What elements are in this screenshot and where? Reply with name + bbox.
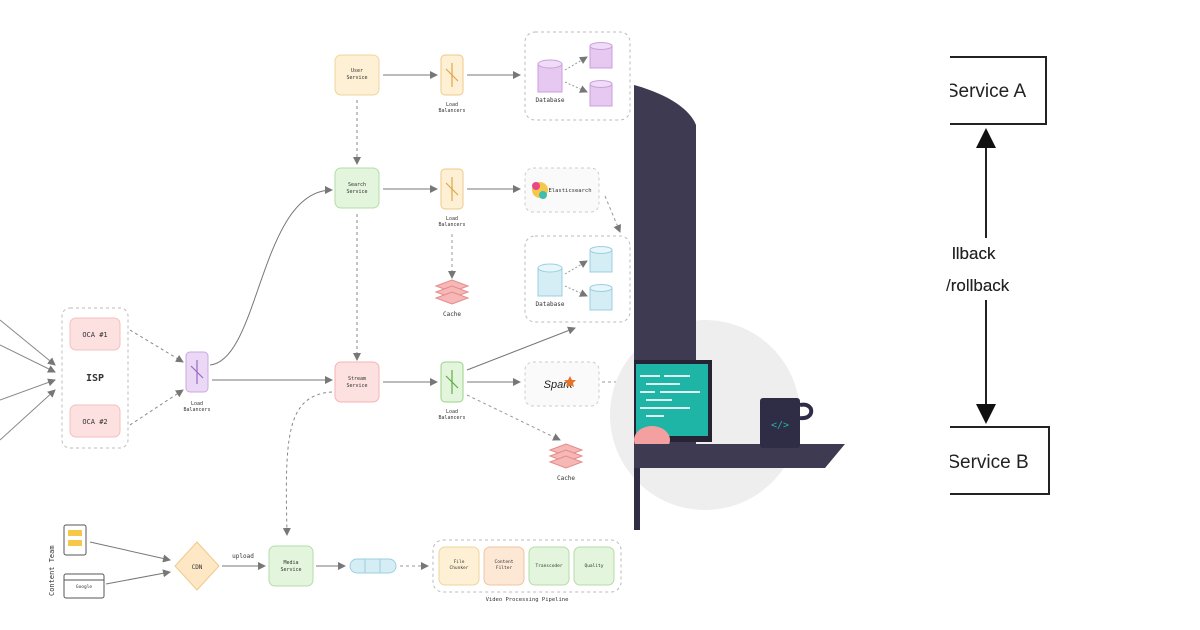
svg-text:Balancers: Balancers [438,415,465,421]
svg-text:User: User [351,68,363,74]
code-lines [640,375,700,417]
svg-text:Balancers: Balancers [438,222,465,228]
svg-text:Balancers: Balancers [438,108,465,114]
service-b-label: Service B [947,452,1028,473]
content-team-label: Content Team [48,545,56,596]
svg-text:Service: Service [346,383,367,389]
svg-text:Chunker: Chunker [450,565,469,571]
svg-text:Database: Database [536,97,565,104]
svg-text:Service: Service [280,567,301,573]
desk [634,444,845,468]
svg-text:Cache: Cache [557,475,575,482]
client-arrows [0,319,56,441]
isp-title: ISP [86,373,104,384]
svg-text:Google: Google [76,584,93,590]
service-diagram: Service A Service B llback /rollback llb… [912,0,1050,630]
lb-service-links [209,186,333,384]
cdn-node: CDN [174,541,220,591]
svg-text:</>: </> [771,420,789,431]
service-a-label: Service A [946,81,1027,102]
stream-service-row: Stream Service Load Balancers Spark Cach… [334,326,630,482]
developer-illustration: </> [610,0,912,630]
svg-text:File: File [454,559,465,565]
stream-cache: Cache [548,443,584,482]
svg-text:llback: llback [952,244,996,263]
svg-text:Load: Load [446,409,458,415]
svg-text:Service: Service [346,75,367,81]
search-service-box [334,167,380,209]
svg-text:/rollback: /rollback [946,276,1010,295]
svg-text:Spark: Spark [544,379,573,391]
pipeline-title: Video Processing Pipeline [486,597,569,603]
svg-text:Stream: Stream [348,376,366,382]
user-service-row: User Service Load Balancers Database [334,31,631,121]
user-service-box [334,54,380,96]
content-team: Content Team Google [48,524,171,599]
rollback-label-1: llback [952,244,996,263]
media-service: Media Service [268,545,314,587]
rollback-label-2: /rollback [946,276,1010,295]
stream-service-box [334,361,380,403]
spark-box [524,361,600,407]
svg-text:CDN: CDN [192,564,203,571]
svg-text:Load: Load [446,216,458,222]
architecture-diagram: OCA #1 ISP OCA #2 Load Balancers [0,31,631,603]
isp-group: OCA #1 ISP OCA #2 [61,307,129,449]
service-b-box [934,426,1050,495]
svg-text:Content: Content [495,559,514,565]
svg-text:Quality: Quality [585,563,604,569]
oca-2-label: OCA #2 [82,418,107,426]
svg-text:Load: Load [191,401,203,407]
oca-1-box [69,317,121,351]
svg-text:Transcoder: Transcoder [535,563,562,569]
svg-text:upload: upload [232,553,254,560]
svg-text:Load: Load [446,102,458,108]
search-cache: Cache [434,279,470,318]
main-load-balancer: Load Balancers [183,351,211,413]
isp-lb-links [129,329,184,426]
svg-text:Balancers: Balancers [183,407,210,413]
search-database: Database [536,246,613,311]
video-pipeline: File Chunker Content Filter Transcoder Q… [432,539,622,603]
message-queue [349,558,397,574]
svg-text:Search: Search [348,182,366,188]
search-service-row: Search Service Load Balancers Elasticsea… [334,167,631,323]
dark-panel [634,85,696,450]
elasticsearch-box [524,167,600,213]
oca-1-label: OCA #1 [82,331,107,339]
svg-text:Cache: Cache [443,311,461,318]
mug: </> [760,398,814,448]
svg-text:Media: Media [283,560,298,566]
svg-text:Filter: Filter [496,565,513,571]
svg-text:Elasticsearch: Elasticsearch [548,188,591,194]
user-database: Database [536,42,613,107]
svg-text:Service: Service [346,189,367,195]
svg-text:Database: Database [536,301,565,308]
oca-2-box [69,404,121,438]
